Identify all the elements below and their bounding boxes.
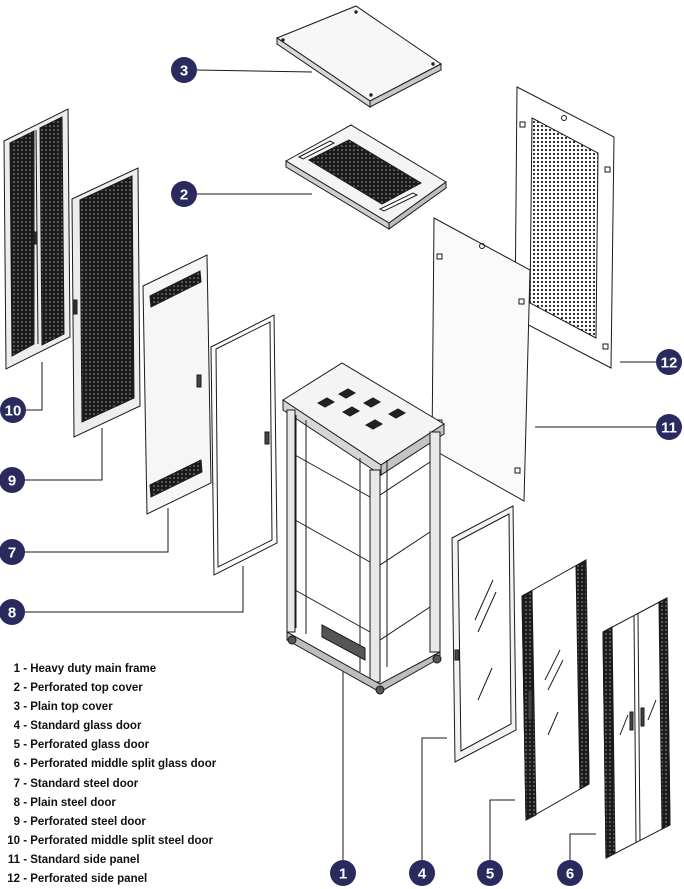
callout-badges: 3 2 10 9 7 8 12 11 1 4 5 6 — [0, 57, 682, 886]
callout-4: 4 — [409, 860, 435, 886]
legend-item: 1 - Heavy duty main frame — [13, 663, 157, 675]
standard-glass-door — [451, 505, 517, 763]
callout-1: 1 — [330, 860, 356, 886]
legend-item: 6 - Perforated middle split glass door — [13, 758, 217, 771]
legend-item: 3 - Plain top cover — [13, 701, 113, 714]
perforated-middle-split-glass-door — [602, 597, 671, 859]
callout-10-label: 10 — [5, 403, 22, 420]
parts-legend: 1 - Heavy duty main frame 2 - Perforated… — [6, 660, 216, 889]
plain-steel-door — [210, 314, 278, 576]
perforated-middle-split-steel-door — [3, 108, 71, 370]
perforated-steel-door — [71, 167, 141, 438]
callout-11-label: 11 — [661, 420, 677, 437]
callout-9: 9 — [0, 467, 25, 493]
legend-item: 9 - Perforated steel door — [13, 815, 146, 828]
legend-item: 4 - Standard glass door — [13, 720, 142, 733]
leader-lines — [24, 69, 656, 860]
callout-11: 11 — [656, 414, 682, 440]
callout-10: 10 — [0, 397, 26, 423]
callout-4-label: 4 — [418, 866, 427, 883]
legend-item: 5 - Perforated glass door — [13, 739, 150, 752]
callout-5: 5 — [477, 860, 503, 886]
callout-2: 2 — [171, 181, 197, 207]
callout-6: 6 — [557, 860, 583, 886]
legend-item: 11 - Standard side panel — [7, 853, 140, 866]
callout-2-label: 2 — [180, 187, 188, 204]
legend-item: 8 - Plain steel door — [13, 796, 116, 809]
callout-7: 7 — [0, 539, 25, 565]
callout-12: 12 — [656, 349, 682, 375]
standard-side-panel — [431, 217, 531, 502]
callout-5-label: 5 — [486, 866, 494, 883]
perforated-top-cover — [285, 124, 447, 230]
callout-12-label: 12 — [661, 355, 678, 372]
callout-3-label: 3 — [180, 63, 188, 80]
callout-6-label: 6 — [566, 866, 574, 883]
perforated-side-panel — [514, 86, 615, 369]
callout-9-label: 9 — [8, 473, 16, 490]
plain-top-cover — [275, 5, 442, 108]
legend-item: 2 - Perforated top cover — [13, 682, 143, 695]
callout-1-label: 1 — [339, 866, 347, 883]
perforated-glass-door — [521, 559, 590, 821]
standard-steel-door — [142, 254, 212, 515]
legend-item: 12 - Perforated side panel — [7, 873, 148, 886]
callout-3: 3 — [171, 57, 197, 83]
main-frame — [282, 362, 445, 695]
legend-item: 7 - Standard steel door — [13, 777, 139, 790]
callout-8-label: 8 — [8, 605, 16, 622]
legend-item: 10 - Perforated middle split steel door — [7, 834, 213, 847]
callout-8: 8 — [0, 599, 25, 625]
callout-7-label: 7 — [8, 545, 16, 562]
